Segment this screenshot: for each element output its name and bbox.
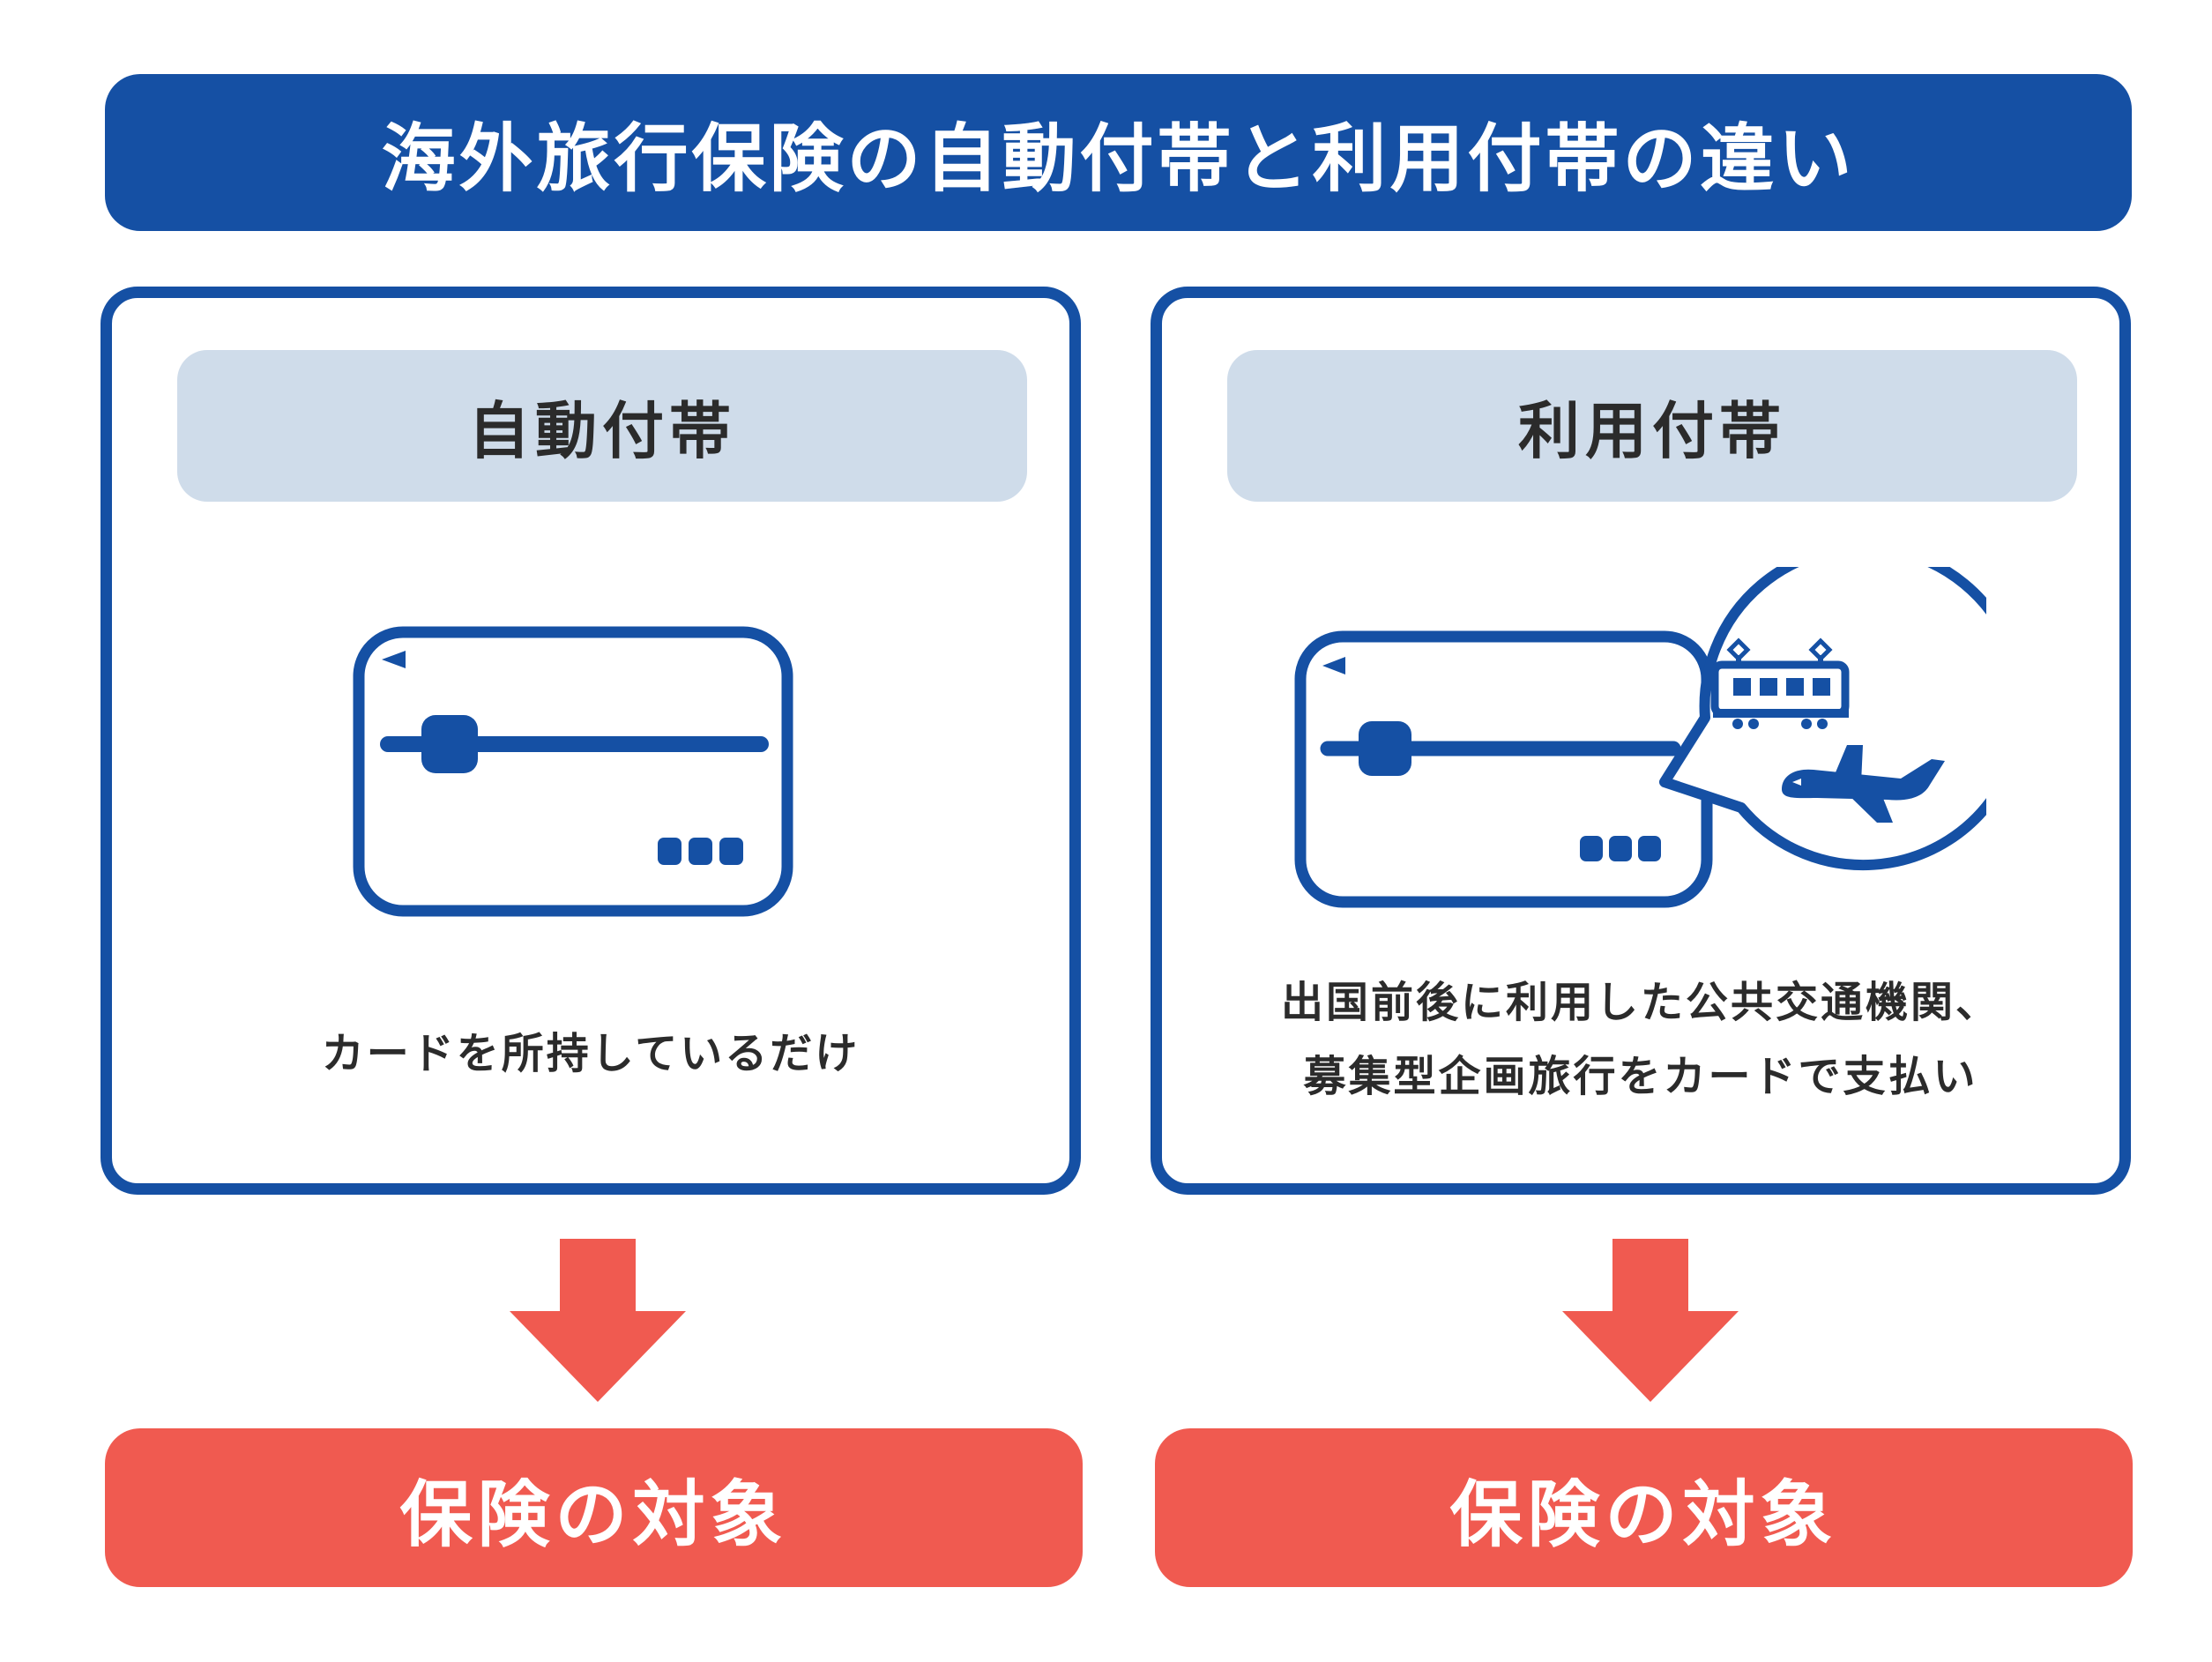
result-label: 保険の対象 [1449, 1472, 1838, 1557]
panel-description: 出国前後に利用した公共交通機関、 募集型企画旅行をカードで支払い [1197, 965, 2084, 1114]
panel-auto-coverage: 自動付帯 カードを所持しているだけ [101, 287, 1081, 1195]
panel-description: カードを所持しているだけ [147, 1017, 1034, 1091]
panel-heading: 自動付帯 [468, 394, 736, 467]
panel-heading: 利用付帯 [1518, 394, 1786, 467]
airplane-icon [1782, 745, 1945, 823]
down-arrow-icon [1562, 1239, 1739, 1402]
description-line: カードを所持しているだけ [321, 1029, 860, 1078]
description-line: 募集型企画旅行をカードで支払い [1303, 1052, 1978, 1101]
result-banner-usage: 保険の対象 [1155, 1428, 2133, 1587]
panel-header: 利用付帯 [1227, 350, 2077, 502]
down-arrow-icon [510, 1239, 686, 1402]
title-banner: 海外旅行保険の自動付帯と利用付帯の違い [105, 74, 2132, 231]
page-title: 海外旅行保険の自動付帯と利用付帯の違い [381, 115, 1856, 202]
panel-header: 自動付帯 [177, 350, 1027, 502]
result-label: 保険の対象 [399, 1472, 788, 1557]
credit-card-icon [1294, 630, 1713, 908]
description-line: 出国前後に利用した公共交通機関、 [1280, 978, 2000, 1027]
panel-usage-coverage: 利用付帯 [1151, 287, 2131, 1195]
train-icon [1710, 637, 1850, 729]
speech-bubble-icon [1659, 567, 1986, 871]
result-banner-auto: 保険の対象 [105, 1428, 1083, 1587]
credit-card-icon [353, 626, 793, 917]
